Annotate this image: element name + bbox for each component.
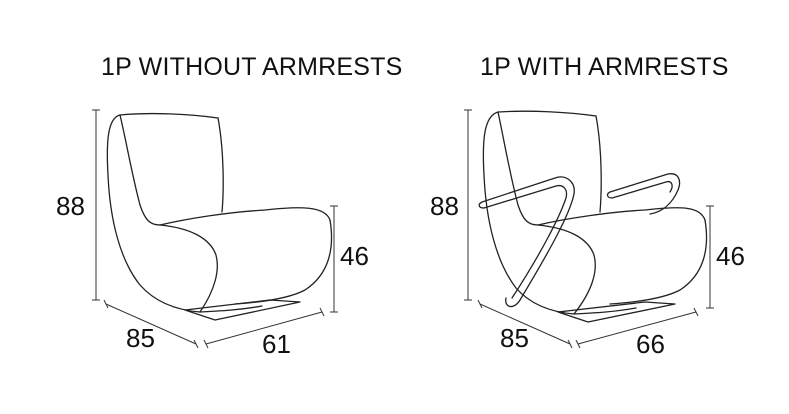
right-seat-height-label: 46 [716, 241, 745, 271]
dimension-lines-right [464, 109, 714, 349]
dimension-lines-left [92, 109, 338, 349]
title-without-armrests: 1P WITHOUT ARMRESTS [101, 53, 403, 81]
right-height-label: 88 [430, 191, 459, 221]
title-with-armrests: 1P WITH ARMRESTS [480, 53, 729, 81]
left-depth-label: 85 [126, 323, 155, 353]
chair-with-armrests-drawing [478, 110, 708, 323]
left-height-label: 88 [56, 191, 85, 221]
chair-without-armrests-drawing [106, 112, 333, 321]
right-width-label: 66 [636, 329, 665, 359]
left-width-label: 61 [262, 329, 291, 359]
right-depth-label: 85 [500, 323, 529, 353]
left-seat-height-label: 46 [340, 241, 369, 271]
